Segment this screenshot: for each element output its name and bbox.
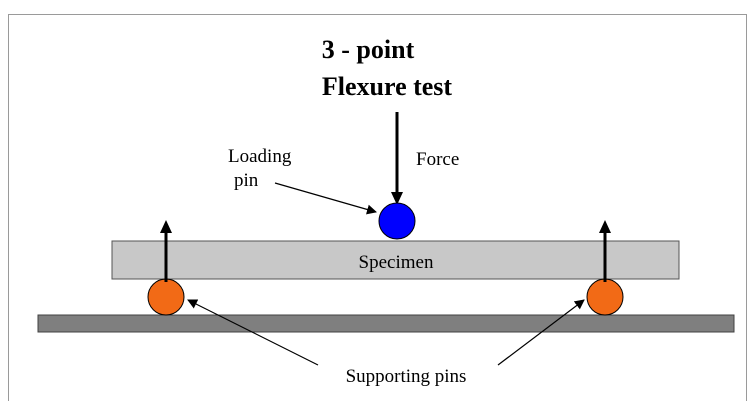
support-pointer-right-icon <box>497 299 585 366</box>
reaction-arrow-right-icon <box>599 220 611 282</box>
reaction-arrow-left-icon <box>160 220 172 282</box>
loading-pin-label-line-2: pin <box>234 170 259 191</box>
supporting-pins-label: Supporting pins <box>346 366 467 387</box>
specimen-bar <box>111 240 680 280</box>
force-arrow-icon <box>391 112 403 205</box>
force-label: Force <box>416 149 459 170</box>
title-line-1: 3 - point <box>322 35 415 64</box>
diagram-frame <box>8 14 747 401</box>
specimen-label: Specimen <box>359 252 434 273</box>
loading-pin-label-line-1: Loading <box>228 146 292 167</box>
support-pin-right <box>586 278 624 316</box>
title-line-2: Flexure test <box>322 72 453 101</box>
support-pin-left <box>147 278 185 316</box>
loading-pin-pointer-icon <box>274 182 377 215</box>
support-pointer-left-icon <box>187 299 319 366</box>
base-plate <box>37 314 735 333</box>
loading-pin <box>378 202 416 240</box>
